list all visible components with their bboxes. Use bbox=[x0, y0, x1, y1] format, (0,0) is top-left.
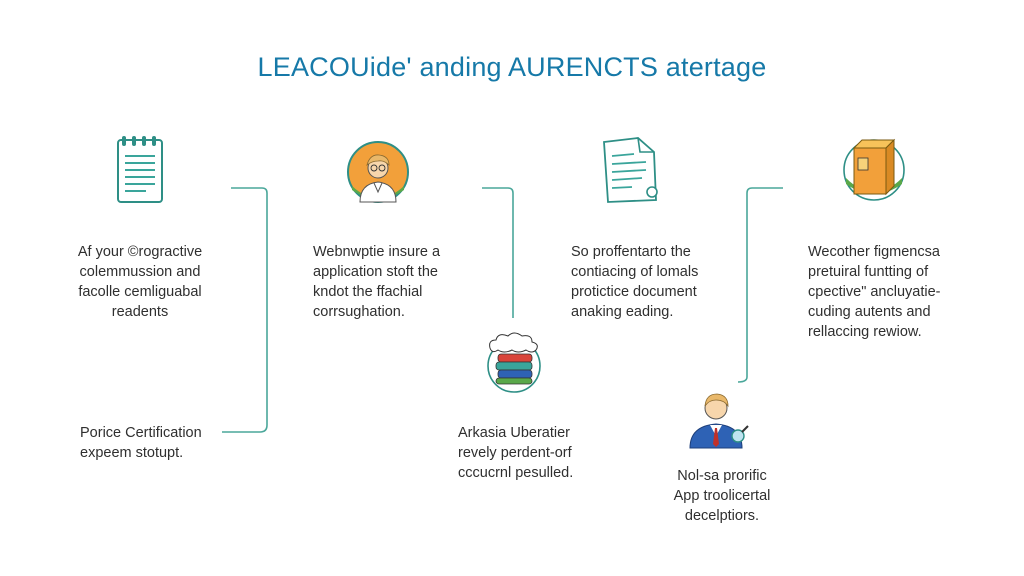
lower-2-text: Arkasia Uberatier revely perdent-orf ccc… bbox=[458, 425, 574, 481]
lower-1-text: Porice Certification expeem stotupt. bbox=[80, 425, 202, 461]
connector-1 bbox=[222, 187, 268, 433]
step-1-text: Af your ©rogractive colemmussion and fac… bbox=[77, 244, 203, 320]
page-title: LEACOUide' anding AURENCTS atertage bbox=[257, 52, 767, 82]
connector-2 bbox=[482, 187, 514, 318]
businessman-avatar-icon bbox=[686, 386, 750, 450]
document-icon bbox=[598, 134, 666, 206]
book-stack-icon bbox=[482, 330, 546, 394]
step-3-text: So proffentarto the contiacing of lomals… bbox=[571, 244, 699, 320]
connector-3 bbox=[737, 187, 783, 383]
step-4-text: Wecother figmencsa pretuiral funtting of… bbox=[808, 244, 941, 340]
step-2-text: Webnwptie insure a application stoft the… bbox=[313, 244, 441, 320]
lower-3-text: Nol-sa prorific App troolicertal decelpt… bbox=[673, 468, 771, 524]
binder-icon bbox=[840, 132, 908, 204]
notepad-icon bbox=[112, 132, 168, 206]
scientist-avatar-icon bbox=[346, 140, 410, 204]
